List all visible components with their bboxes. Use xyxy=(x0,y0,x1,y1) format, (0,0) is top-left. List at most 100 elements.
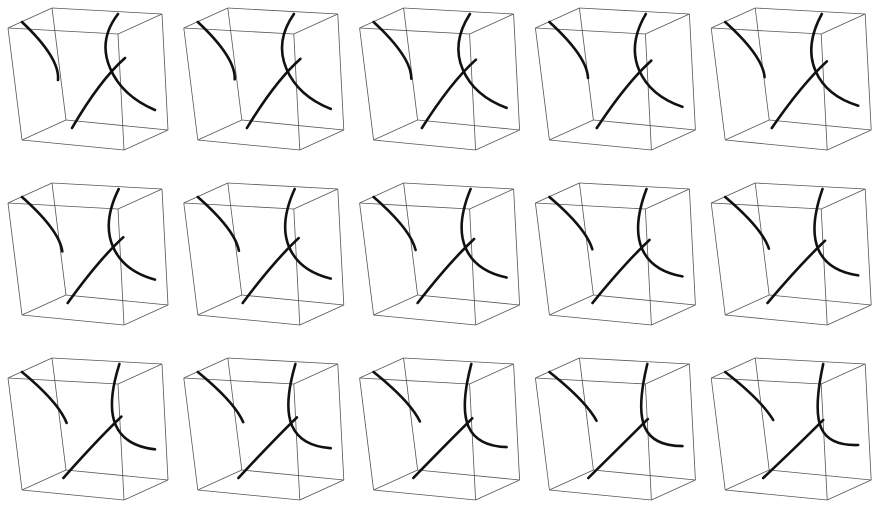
cube-edge xyxy=(22,120,66,140)
cube-edge xyxy=(549,315,651,325)
cube-edge xyxy=(118,364,162,384)
cube-edge xyxy=(755,183,769,295)
cube-edge xyxy=(184,28,198,140)
cube-edge xyxy=(22,315,124,325)
cube-edge xyxy=(184,378,294,384)
cube-edge xyxy=(725,315,827,325)
curve-diagonal xyxy=(422,60,476,128)
cube-edge xyxy=(198,470,242,490)
cube-edge xyxy=(711,28,821,34)
curve-diagonal xyxy=(413,418,472,478)
cube-edge xyxy=(865,14,871,130)
cube-edge xyxy=(645,364,689,384)
cube-edge xyxy=(360,28,374,140)
cube-edge xyxy=(755,183,865,189)
cube-edge xyxy=(593,295,695,305)
cube-edge xyxy=(8,203,22,315)
cube-edge xyxy=(8,28,22,140)
cube-edge xyxy=(711,28,725,140)
cube-edge xyxy=(549,490,651,500)
cube-edge xyxy=(360,203,470,209)
cube-edge xyxy=(689,364,695,480)
cube-panel xyxy=(711,183,871,325)
cube-edge xyxy=(476,130,520,150)
curve-diagonal xyxy=(597,61,652,128)
cube-edge xyxy=(535,28,549,140)
cube-edge xyxy=(755,358,769,470)
cube-edge xyxy=(198,315,300,325)
cube-panel xyxy=(184,183,344,325)
cube-edge xyxy=(514,189,520,305)
cube-edge xyxy=(118,384,124,500)
cube-edge xyxy=(651,130,695,150)
cube-edge xyxy=(579,183,689,189)
cube-edge xyxy=(404,183,514,189)
cube-edge xyxy=(645,189,689,209)
cube-edge xyxy=(593,120,695,130)
cube-edge xyxy=(198,120,242,140)
cube-edge xyxy=(827,305,871,325)
cube-edge xyxy=(470,189,514,209)
cube-edge xyxy=(418,120,520,130)
cube-edge xyxy=(184,203,198,315)
cube-edge xyxy=(228,183,338,189)
cube-edge xyxy=(535,203,645,209)
cube-panel xyxy=(360,183,520,325)
cube-edge xyxy=(579,358,689,364)
cube-edge xyxy=(549,140,651,150)
cube-edge xyxy=(66,295,168,305)
cube-edge xyxy=(52,183,162,189)
cube-edge xyxy=(52,358,66,470)
cube-edge xyxy=(22,295,66,315)
curve-diagonal xyxy=(68,237,124,303)
curve-diagonal xyxy=(63,417,121,478)
curve-diagonal xyxy=(772,61,827,128)
cube-edge xyxy=(360,8,404,28)
cube-edge xyxy=(821,189,865,209)
cube-edge xyxy=(689,14,695,130)
cube-edge xyxy=(755,8,865,14)
cube-edge xyxy=(865,189,871,305)
cube-edge xyxy=(769,120,871,130)
cube-edge xyxy=(514,364,520,480)
cube-edge xyxy=(338,364,344,480)
cube-panel xyxy=(535,183,695,325)
cube-edge xyxy=(294,189,338,209)
cube-edge xyxy=(374,120,418,140)
cube-panel xyxy=(535,8,695,150)
cube-edge xyxy=(184,358,228,378)
cube-edge xyxy=(725,490,827,500)
cube-edge xyxy=(711,378,725,490)
cube-edge xyxy=(8,183,52,203)
cube-edge xyxy=(374,140,476,150)
cube-edge xyxy=(8,358,52,378)
cube-edge xyxy=(725,120,769,140)
cube-panel xyxy=(360,358,520,500)
cube-edge xyxy=(374,490,476,500)
cube-edge xyxy=(470,364,514,384)
cube-edge xyxy=(8,203,118,209)
cube-edge xyxy=(228,358,338,364)
cube-edge xyxy=(374,315,476,325)
cube-edge xyxy=(118,14,162,34)
cube-panel xyxy=(8,358,168,500)
cube-edge xyxy=(821,34,827,150)
cube-edge xyxy=(184,8,228,28)
cube-edge xyxy=(360,358,404,378)
cube-edge xyxy=(52,8,162,14)
cube-edge xyxy=(821,384,827,500)
cube-edge xyxy=(827,480,871,500)
cube-edge xyxy=(535,183,579,203)
curve-diagonal xyxy=(243,238,299,303)
cube-edge xyxy=(118,34,124,150)
curve-diagonal xyxy=(763,420,823,478)
cube-edge xyxy=(124,480,168,500)
cube-panel xyxy=(184,8,344,150)
cube-edge xyxy=(124,130,168,150)
cube-edge xyxy=(300,480,344,500)
cube-panel xyxy=(360,8,520,150)
cube-edge xyxy=(52,358,162,364)
cube-edge xyxy=(755,8,769,120)
curve-diagonal xyxy=(247,59,301,128)
